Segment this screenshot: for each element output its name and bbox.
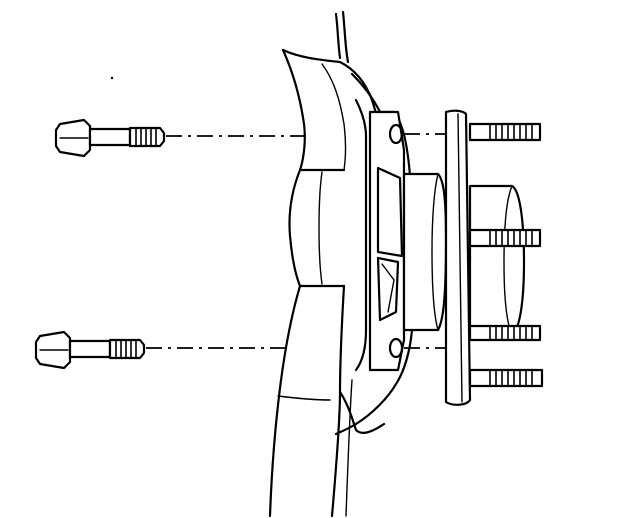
hub-front-pilot-edge [503, 185, 513, 335]
plate-bracket-lower [376, 256, 400, 322]
wheel-stud-icon [468, 324, 542, 342]
knuckle-lower-contour [345, 379, 353, 517]
hub-flange-edge [457, 113, 463, 403]
knuckle-lower-arm-rear [330, 284, 346, 518]
plate-lower-bolt-hole [388, 337, 404, 359]
plate-upper-bolt-hole [388, 123, 404, 145]
hub-pilot-cylinder [402, 172, 448, 332]
wheel-stud-icon [468, 122, 542, 142]
upper-bolt-icon [54, 118, 166, 158]
backing-plate-lower-sweep [338, 390, 386, 434]
alignment-lines [146, 133, 446, 349]
scan-speck [110, 76, 114, 80]
wheel-stud-icon [468, 368, 544, 388]
brake-backing-plate [334, 72, 414, 436]
hub-flange [444, 109, 472, 406]
knuckle-top-line [334, 12, 342, 60]
knuckle-bore-front [288, 168, 302, 288]
knuckle-lower-arm-front [268, 284, 302, 518]
backing-plate-inner-lip [354, 98, 368, 372]
lower-bolt-icon [34, 330, 146, 370]
wheel-stud-icon [468, 228, 542, 248]
knuckle-upper-arm-front [281, 48, 306, 172]
wheel-studs [468, 122, 544, 388]
plate-bracket-detail [381, 263, 395, 313]
knuckle-upper-contour [321, 63, 347, 171]
knuckle-bore-center [318, 171, 323, 285]
knuckle-lower-rib [277, 395, 331, 401]
steering-knuckle [268, 10, 384, 518]
hub-front-pilot [468, 184, 526, 336]
knuckle-top-line-inner [341, 10, 350, 64]
hub-pilot-edge [431, 173, 439, 331]
wheel-hub-bearing-assembly [402, 109, 526, 406]
plate-bracket-upper [376, 166, 404, 258]
